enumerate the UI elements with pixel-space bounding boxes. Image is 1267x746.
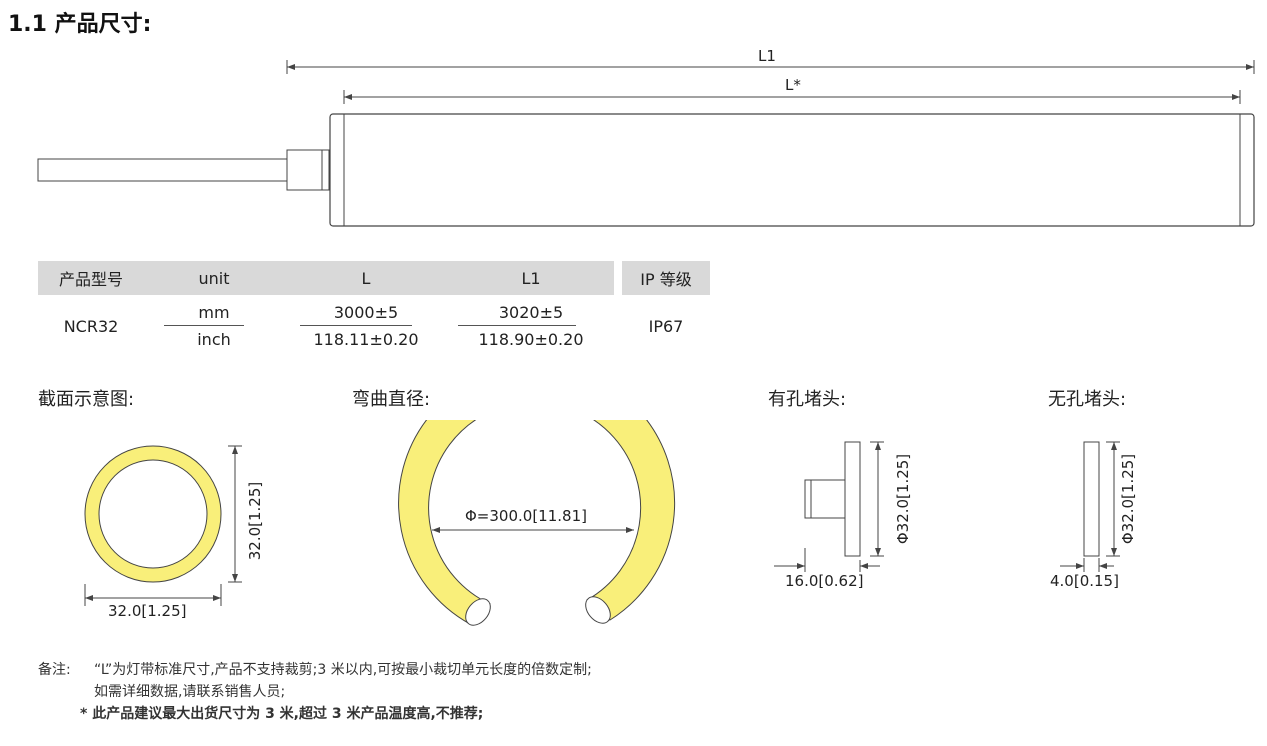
fraction-line (300, 325, 412, 326)
table-cell-model: NCR32 (63, 316, 119, 336)
bend-diameter-title: 弯曲直径: (352, 389, 431, 410)
notes-line-2: 如需详细数据,请联系销售人员; (94, 684, 286, 700)
cap-with-hole-length-label: 16.0[0.62] (785, 572, 864, 590)
fraction-line (164, 325, 244, 326)
cross-section-diagram (84, 445, 242, 606)
cap-with-hole-title: 有孔堵头: (768, 389, 847, 410)
table-cell-ip: IP67 (648, 316, 684, 336)
notes-line-3: * 此产品建议最大出货尺寸为 3 米,超过 3 米产品温度高,不推荐; (80, 706, 484, 722)
table-header-model: 产品型号 (38, 261, 144, 295)
product-length-drawing (37, 60, 1255, 227)
table-cell-l-mm: 3000±5 (333, 302, 399, 322)
table-header-ip: IP 等级 (622, 261, 710, 295)
table-header-unit: unit (144, 261, 284, 295)
page-title: 1.1 产品尺寸: (8, 12, 152, 37)
cap-without-hole-title: 无孔堵头: (1048, 389, 1127, 410)
notes-prefix: 备注: (38, 662, 71, 678)
table-cell-l-inch: 118.11±0.20 (313, 329, 419, 349)
cap-without-hole-diagram (1060, 441, 1120, 572)
bend-diameter-label: Φ=300.0[11.81] (465, 507, 587, 525)
table-cell-l1-inch: 118.90±0.20 (478, 329, 584, 349)
notes-line-1: “L”为灯带标准尺寸,产品不支持裁剪;3 米以内,可按最小裁切单元长度的倍数定制… (94, 662, 592, 678)
table-cell-l1-mm: 3020±5 (498, 302, 564, 322)
cross-section-width-label: 32.0[1.25] (108, 602, 187, 620)
dimension-l1-label: L1 (758, 47, 776, 65)
table-header-l: L (284, 261, 448, 295)
spec-table: 产品型号 unit L L1 IP 等级 NCR32 mm inch 3000±… (38, 261, 710, 356)
cross-section-height-label: 32.0[1.25] (246, 481, 264, 561)
cap-without-hole-length-label: 4.0[0.15] (1050, 572, 1119, 590)
cap-with-hole-diameter-label: Φ32.0[1.25] (894, 453, 912, 545)
cap-without-hole-diameter-label: Φ32.0[1.25] (1119, 453, 1137, 545)
fraction-line (458, 325, 576, 326)
table-header-l1: L1 (448, 261, 614, 295)
cross-section-title: 截面示意图: (38, 389, 135, 410)
table-cell-unit-inch: inch (197, 329, 231, 349)
dimension-l-star-label: L* (785, 76, 801, 94)
table-cell-unit-mm: mm (198, 302, 230, 322)
cap-with-hole-diagram (774, 441, 884, 572)
bend-diagram (398, 420, 676, 626)
